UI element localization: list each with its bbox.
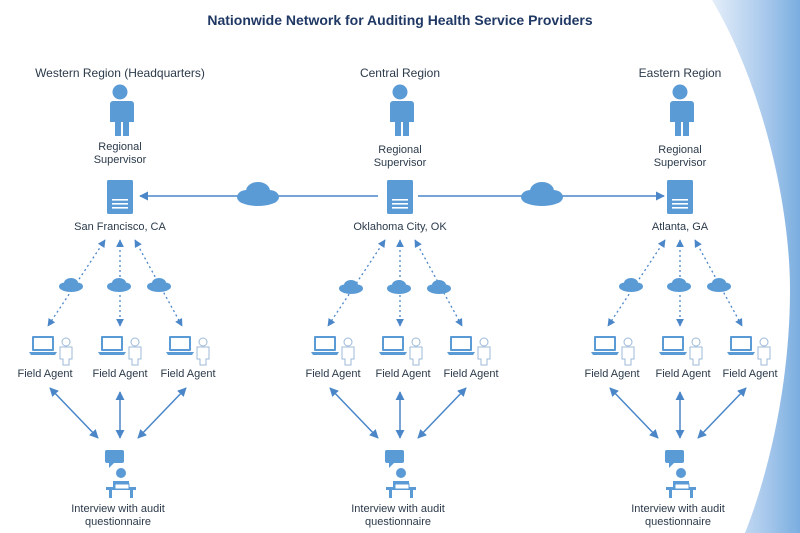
supervisor-person-icon	[669, 84, 694, 136]
city-label: Atlanta, GA	[651, 221, 709, 233]
field-agent-label: Field Agent	[584, 368, 640, 380]
agent-person-icon	[196, 337, 210, 366]
interview-label: Interview with audit questionnaire	[631, 503, 725, 528]
laptop-icon	[447, 336, 475, 355]
server-icon	[667, 180, 693, 214]
cloud-icon	[237, 182, 279, 206]
cloud-icon	[619, 278, 643, 292]
region-central	[311, 84, 491, 499]
supervisor-person-icon	[389, 84, 414, 136]
supervisor-label: Regional Supervisor	[93, 141, 147, 166]
region-name: Eastern Region	[638, 66, 722, 80]
cloud-icon	[339, 280, 363, 294]
field-agent-label: Field Agent	[92, 368, 148, 380]
agent-person-icon	[409, 337, 423, 366]
interview-icon	[104, 449, 137, 499]
field-agent-label: Field Agent	[655, 368, 711, 380]
cloud-icon	[59, 278, 83, 292]
laptop-icon	[311, 336, 339, 355]
field-agent-label: Field Agent	[305, 368, 361, 380]
region-western	[29, 84, 210, 499]
background-swoosh	[712, 0, 800, 533]
laptop-icon	[29, 336, 57, 355]
cloud-icon	[667, 278, 691, 292]
laptop-icon	[379, 336, 407, 355]
interview-icon	[384, 449, 417, 499]
agent-person-icon	[477, 337, 491, 366]
backbone-links	[139, 182, 665, 206]
city-label: San Francisco, CA	[74, 221, 166, 233]
field-agent-label: Field Agent	[722, 368, 778, 380]
cloud-icon	[147, 278, 171, 292]
interview-label: Interview with audit questionnaire	[71, 503, 165, 528]
laptop-icon	[166, 336, 194, 355]
field-agent-label: Field Agent	[160, 368, 216, 380]
cloud-icon	[427, 280, 451, 294]
laptop-icon	[98, 336, 126, 355]
agent-to-interview-links	[49, 387, 187, 439]
interview-label: Interview with audit questionnaire	[351, 503, 445, 528]
cloud-icon	[107, 278, 131, 292]
city-label: Oklahoma City, OK	[353, 221, 447, 233]
region-name: Western Region (Headquarters)	[35, 66, 205, 80]
agent-to-interview-links	[609, 387, 747, 439]
agent-person-icon	[128, 337, 142, 366]
supervisor-label: Regional Supervisor	[653, 144, 707, 169]
cloud-icon	[387, 280, 411, 294]
agent-person-icon	[757, 337, 771, 366]
supervisor-label: Regional Supervisor	[373, 144, 427, 169]
field-agent-label: Field Agent	[17, 368, 73, 380]
agent-person-icon	[689, 337, 703, 366]
cloud-icon	[521, 182, 563, 206]
region-eastern	[591, 84, 771, 499]
supervisor-person-icon	[109, 84, 134, 136]
field-agent-label: Field Agent	[375, 368, 431, 380]
interview-icon	[664, 449, 697, 499]
agent-person-icon	[59, 337, 73, 366]
server-icon	[107, 180, 133, 214]
diagram-title: Nationwide Network for Auditing Health S…	[207, 12, 593, 28]
agent-to-interview-links	[329, 387, 467, 439]
laptop-icon	[727, 336, 755, 355]
cloud-icon	[707, 278, 731, 292]
server-icon	[387, 180, 413, 214]
laptop-icon	[591, 336, 619, 355]
field-agent-label: Field Agent	[443, 368, 499, 380]
agent-person-icon	[621, 337, 635, 366]
region-name: Central Region	[359, 66, 441, 80]
agent-person-icon	[341, 337, 355, 366]
laptop-icon	[659, 336, 687, 355]
